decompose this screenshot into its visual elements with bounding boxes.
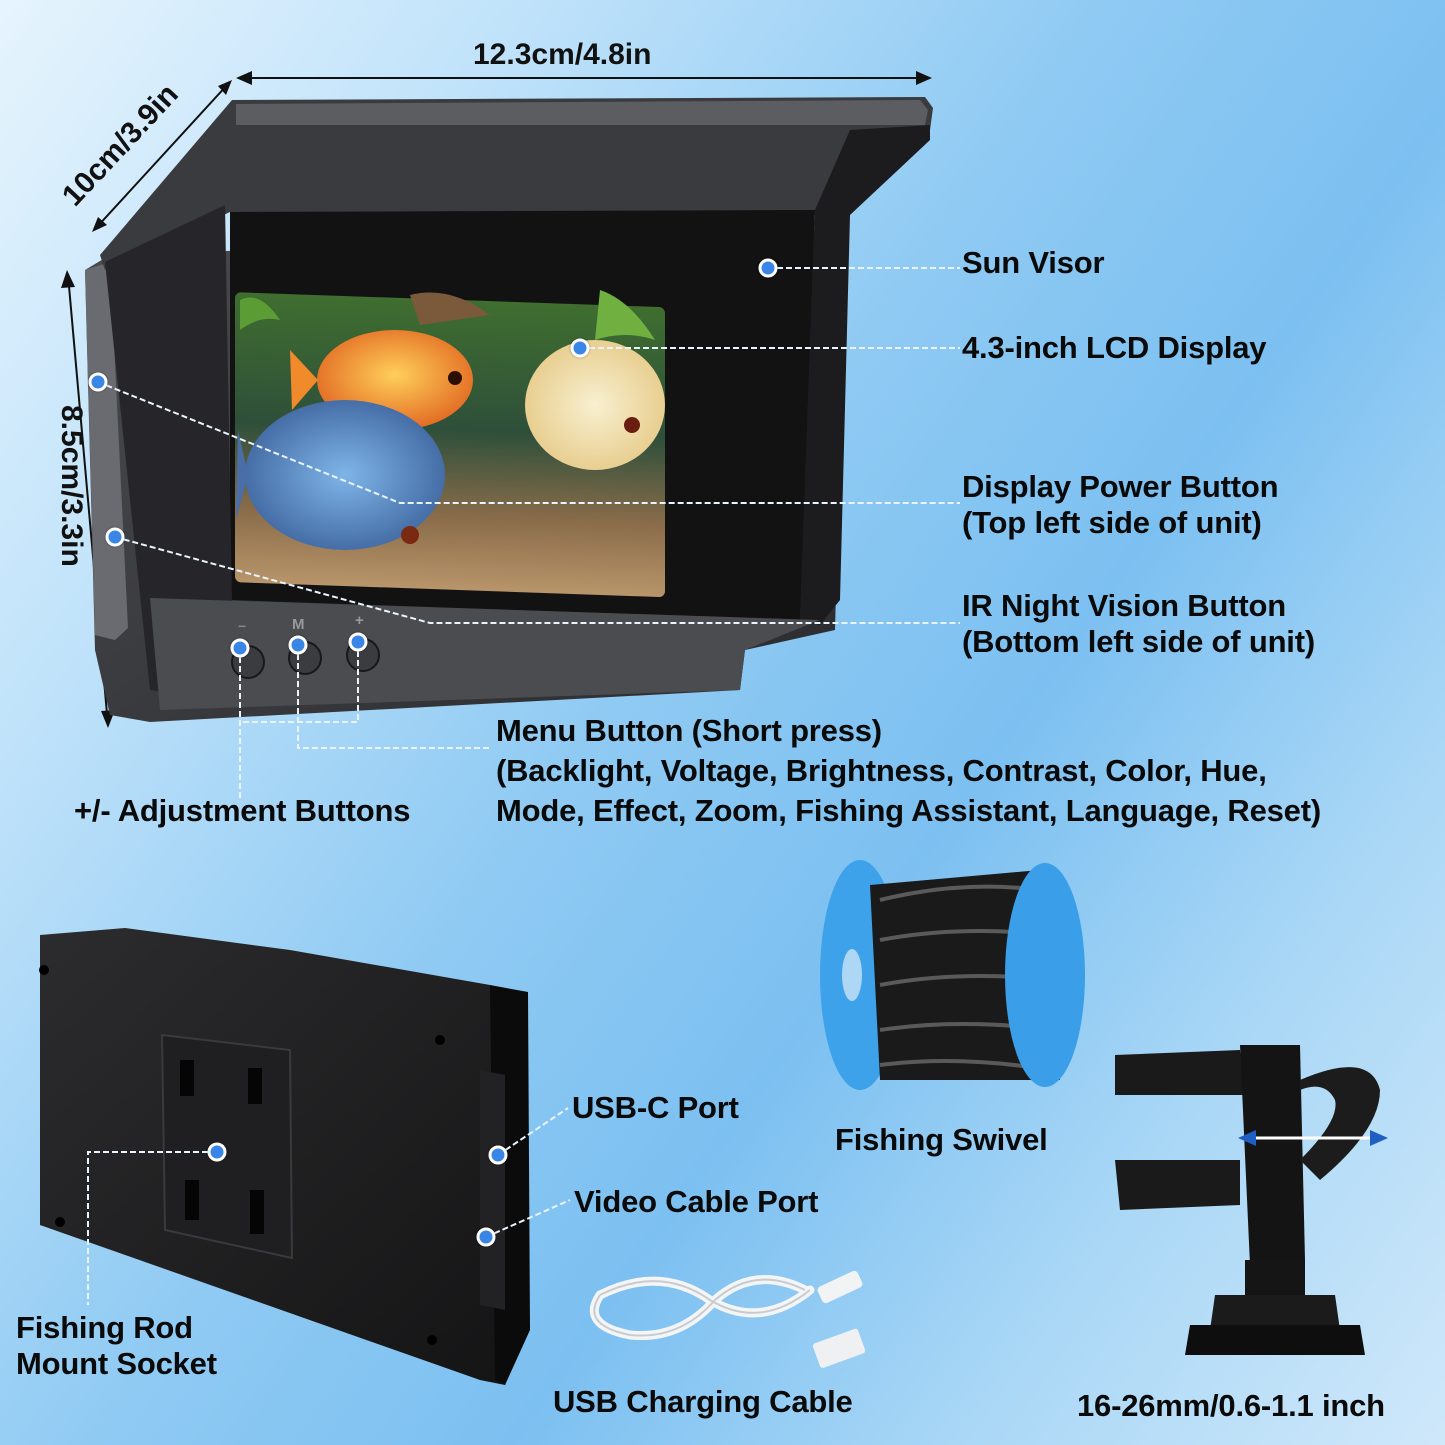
rod-mount-label: Fishing Rod <box>16 1310 193 1345</box>
sun-visor-label: Sun Visor <box>962 245 1105 280</box>
ir-button-sublabel: (Bottom left side of unit) <box>962 624 1315 659</box>
menu-glyph: M <box>292 616 305 633</box>
ir-button-label: IR Night Vision Button <box>962 588 1286 623</box>
plus-button-marker <box>348 632 368 652</box>
minus-button-marker <box>230 638 250 658</box>
usb-c-port-label: USB-C Port <box>572 1090 739 1125</box>
menu-button-label: Menu Button (Short press) <box>496 713 882 748</box>
width-dimension: 12.3cm/4.8in <box>473 38 652 71</box>
menu-button-marker <box>288 635 308 655</box>
rod-mount-marker <box>207 1142 227 1162</box>
minus-glyph: − <box>238 618 247 634</box>
usb-c-marker <box>488 1145 508 1165</box>
rod-mount-sublabel: Mount Socket <box>16 1346 217 1381</box>
video-port-marker <box>476 1227 496 1247</box>
lcd-display-label: 4.3-inch LCD Display <box>962 330 1267 365</box>
plus-glyph: + <box>355 612 364 629</box>
usb-cable-label: USB Charging Cable <box>553 1384 853 1419</box>
adjustment-buttons-label: +/- Adjustment Buttons <box>74 793 411 828</box>
menu-options-line1: (Backlight, Voltage, Brightness, Contras… <box>496 753 1267 788</box>
lcd-marker <box>570 338 590 358</box>
power-button-label: Display Power Button <box>962 469 1279 504</box>
sun-visor-marker <box>758 258 778 278</box>
menu-options-line2: Mode, Effect, Zoom, Fishing Assistant, L… <box>496 793 1321 828</box>
power-button-marker <box>88 372 108 392</box>
power-button-sublabel: (Top left side of unit) <box>962 505 1262 540</box>
fishing-swivel-label: Fishing Swivel <box>835 1122 1048 1157</box>
ir-button-marker <box>105 527 125 547</box>
video-port-label: Video Cable Port <box>574 1184 819 1219</box>
height-dimension: 8.5cm/3.3in <box>55 405 88 567</box>
clamp-range-label: 16-26mm/0.6-1.1 inch <box>1077 1388 1385 1423</box>
